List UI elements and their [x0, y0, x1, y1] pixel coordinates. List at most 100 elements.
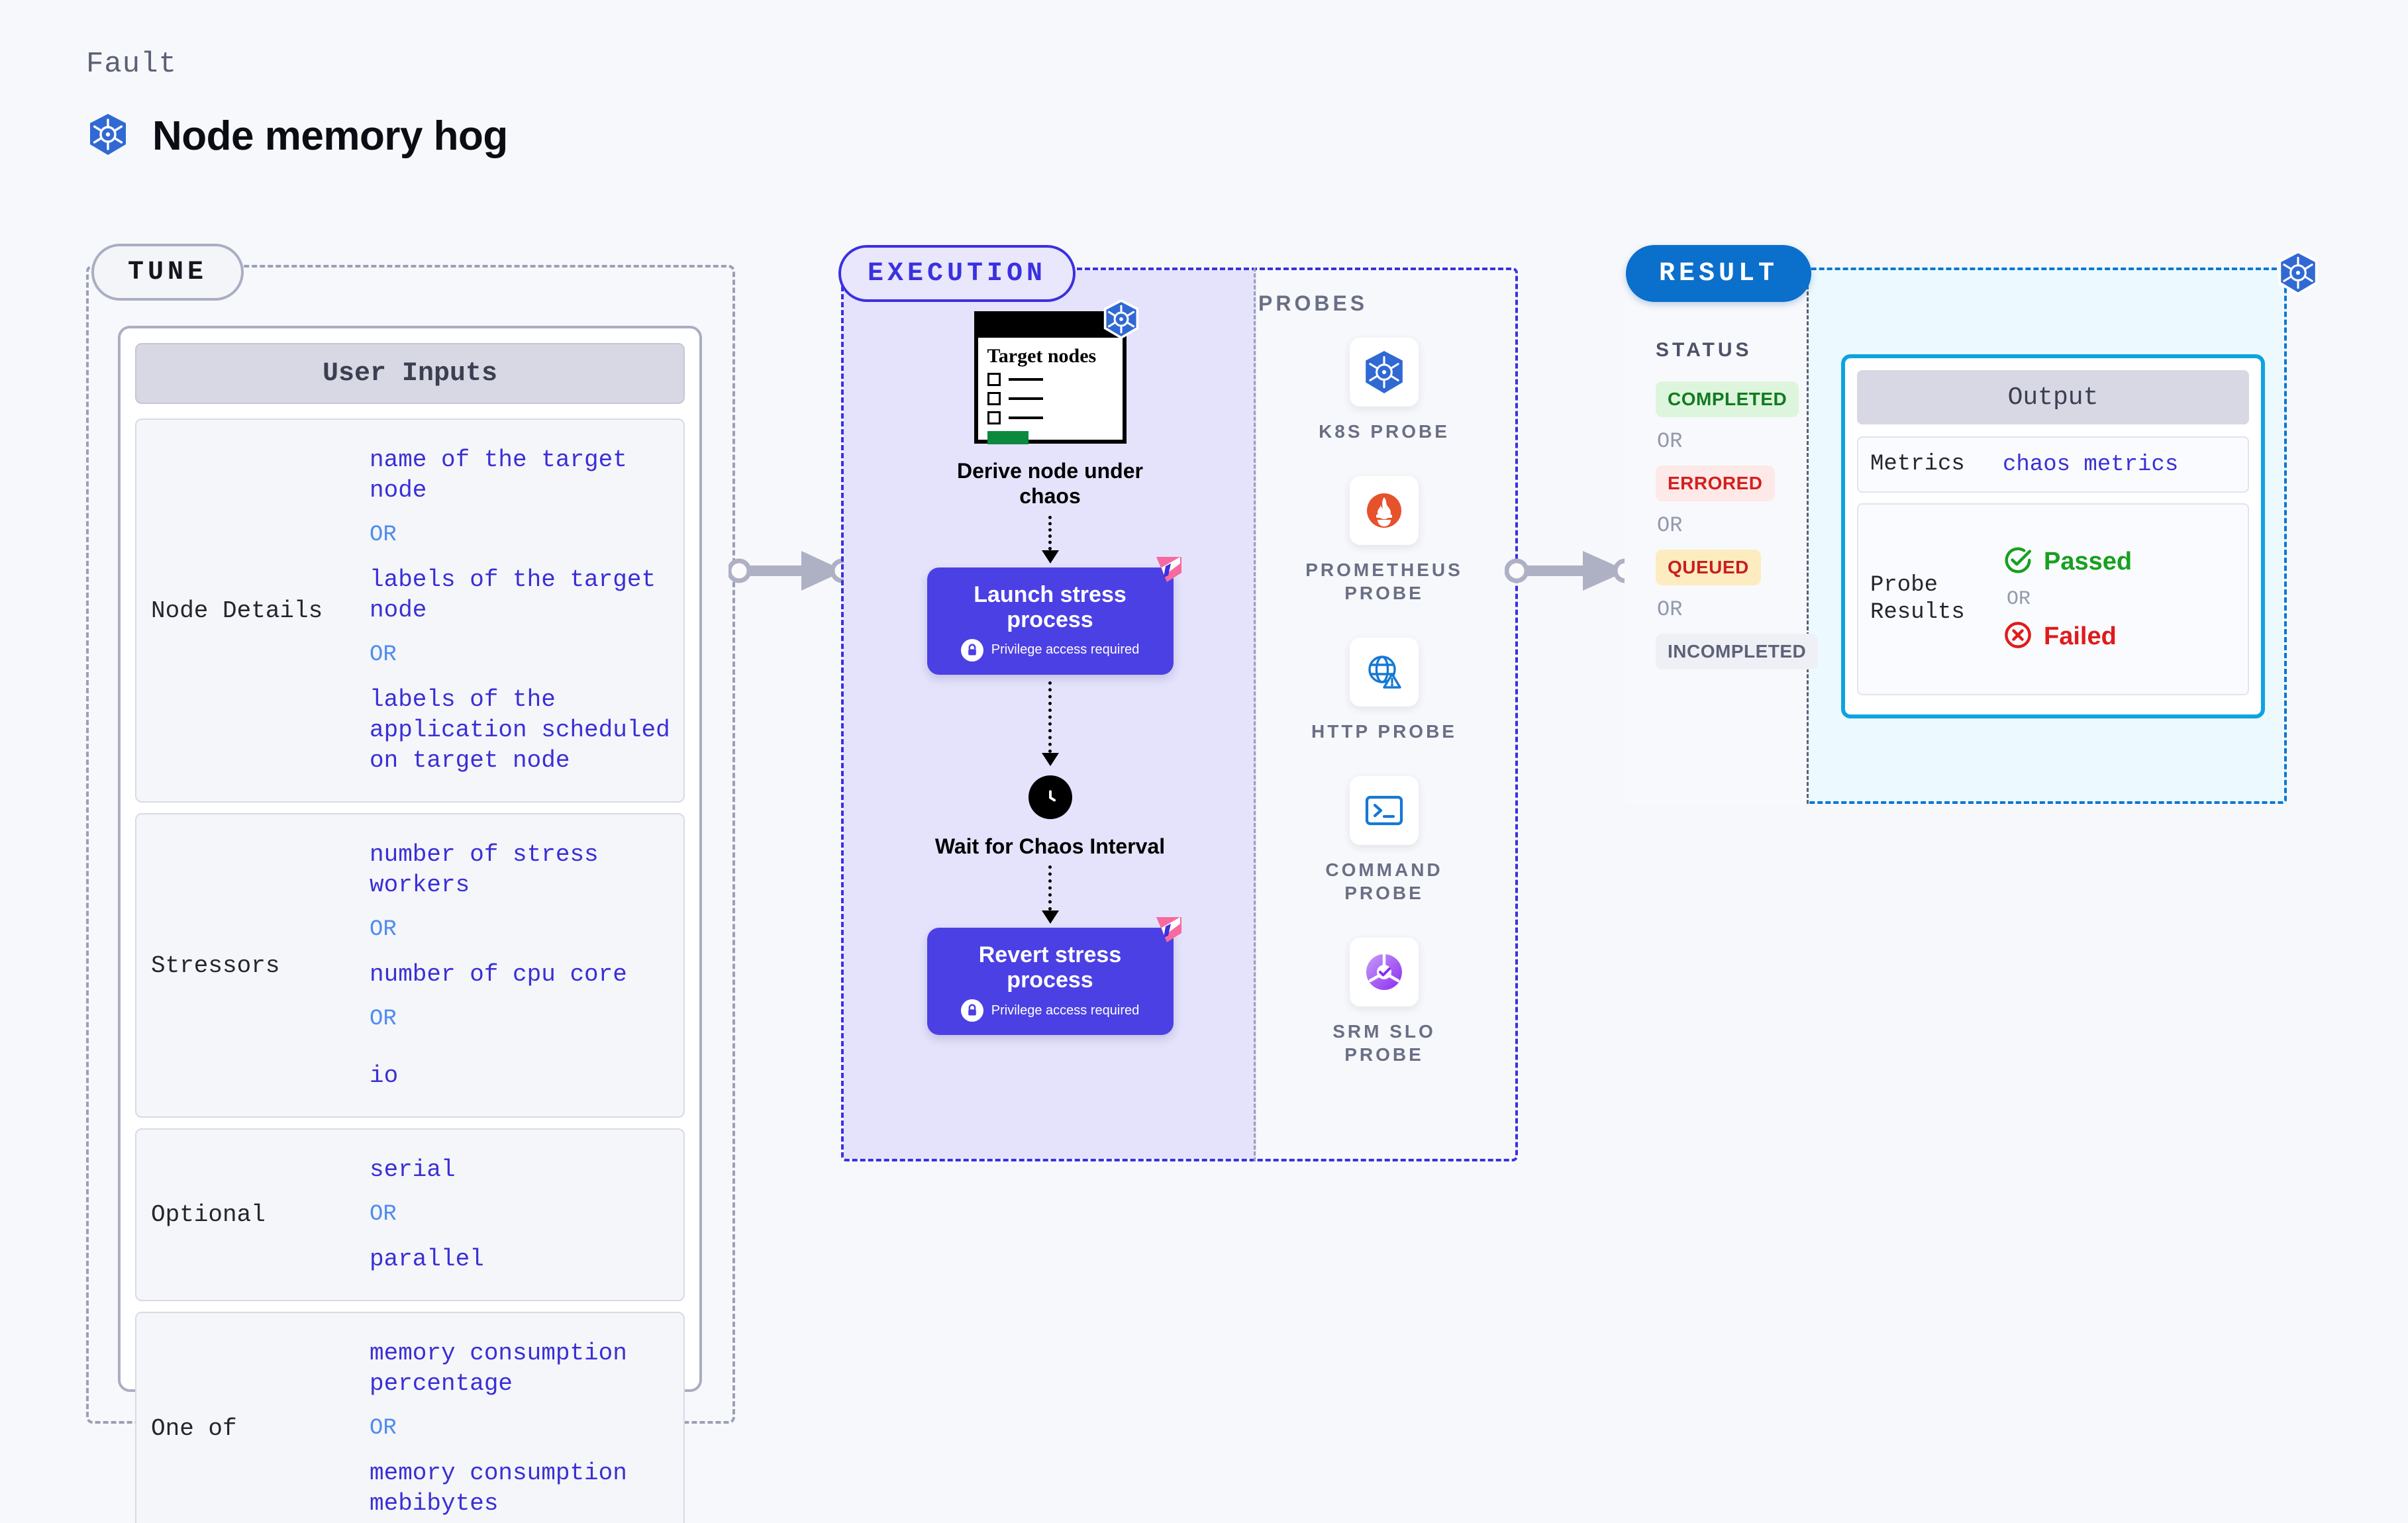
input-group-stressors: Stressors number of stress workers OR nu… — [135, 813, 685, 1118]
fault-eyebrow-label: Fault — [86, 48, 177, 81]
checklist-row — [987, 372, 1113, 386]
output-group-metrics: Metrics chaos metrics — [1857, 436, 2249, 493]
flow-connector-line — [1048, 515, 1052, 550]
result-panel-pill: RESULT — [1626, 245, 1811, 302]
or-separator: OR — [1657, 513, 1683, 538]
probe-label: PROMETHEUS PROBE — [1305, 560, 1463, 603]
probe-item-prometheus[interactable]: PROMETHEUS PROBE — [1291, 476, 1477, 605]
user-inputs-card: User Inputs Node Details name of the tar… — [118, 326, 702, 1523]
probe-tile — [1350, 638, 1419, 707]
output-value: chaos metrics — [2003, 452, 2179, 477]
input-value: labels of the application scheduled on t… — [370, 685, 670, 775]
flow-step-caption: Derive node under chaos — [957, 459, 1143, 509]
probe-result-label: Passed — [2044, 548, 2132, 576]
input-value: number of stress workers — [370, 841, 599, 899]
kubernetes-icon — [1366, 351, 1403, 393]
connector-execution-to-result — [1504, 538, 1638, 607]
or-separator: OR — [370, 522, 397, 548]
or-separator: OR — [370, 917, 397, 943]
probe-tile — [1350, 338, 1419, 407]
probe-item-command[interactable]: COMMAND PROBE — [1291, 776, 1477, 905]
input-group-one-of: One of memory consumption percentage OR … — [135, 1312, 685, 1523]
input-value: memory consumption percentage — [370, 1340, 627, 1398]
flow-step-derive-node: Target nodes — [844, 299, 1256, 564]
probe-label: HTTP PROBE — [1311, 721, 1457, 742]
checklist-row — [987, 391, 1113, 405]
input-value: number of cpu core — [370, 961, 627, 989]
input-group-values: name of the target node OR labels of the… — [370, 437, 677, 784]
or-separator: OR — [370, 1416, 397, 1442]
input-group-node-details: Node Details name of the target node OR … — [135, 418, 685, 803]
harness-logo-icon — [1142, 556, 1183, 596]
clock-icon — [1028, 775, 1072, 819]
card-titlebar — [978, 315, 1123, 338]
or-separator: OR — [370, 1202, 397, 1228]
flow-connector-line — [1048, 681, 1052, 753]
or-separator: OR — [370, 642, 397, 668]
flow-arrowhead — [1041, 752, 1059, 766]
flow-step-launch-stress: Launch stress process Privilege access r… — [844, 556, 1256, 766]
connector-tune-to-execution — [727, 538, 855, 607]
action-title: Launch stress process — [974, 581, 1127, 632]
probe-result-passed: Passed — [2003, 545, 2132, 579]
action-box-launch-stress[interactable]: Launch stress process Privilege access r… — [927, 556, 1181, 675]
input-value: serial — [370, 1156, 456, 1184]
status-badge: COMPLETED — [1656, 381, 1799, 417]
target-nodes-card: Target nodes — [974, 299, 1138, 444]
terminal-icon — [1365, 795, 1403, 826]
input-value: memory consumption mebibytes — [370, 1459, 627, 1518]
line-placeholder — [1008, 377, 1043, 381]
status-badge-list: COMPLETED OR ERRORED OR QUEUED OR INCOMP… — [1656, 381, 1819, 669]
kubernetes-icon — [87, 113, 128, 160]
privilege-row: Privilege access required — [934, 638, 1167, 662]
privilege-row: Privilege access required — [934, 999, 1167, 1022]
or-separator: OR — [2007, 588, 2031, 611]
probe-item-k8s[interactable]: K8S PROBE — [1291, 338, 1477, 443]
flow-arrowhead — [1041, 910, 1059, 924]
output-card: Output Metrics chaos metrics Probe Resul… — [1841, 354, 2265, 718]
checklist-row — [987, 411, 1113, 424]
checkbox-icon — [987, 411, 1001, 424]
lock-icon — [960, 638, 983, 662]
input-group-values: serial OR parallel — [370, 1147, 677, 1283]
probes-section-label: PROBES — [1258, 291, 1368, 315]
probe-item-http[interactable]: HTTP PROBE — [1291, 638, 1477, 743]
checkbox-icon — [987, 372, 1001, 386]
or-separator: OR — [370, 1007, 397, 1032]
result-status-column — [1625, 268, 1809, 804]
status-badge: INCOMPLETED — [1656, 634, 1819, 669]
kubernetes-icon — [2277, 250, 2319, 299]
probe-tile — [1350, 476, 1419, 545]
probe-item-srm-slo[interactable]: SRM SLO PROBE — [1291, 938, 1477, 1066]
probe-result-label: Failed — [2044, 622, 2117, 651]
input-group-values: number of stress workers OR number of cp… — [370, 832, 677, 1099]
flow-step-caption: Wait for Chaos Interval — [934, 834, 1166, 858]
page-title: Node memory hog — [152, 113, 508, 159]
probe-label: SRM SLO PROBE — [1332, 1021, 1436, 1065]
status-badge: ERRORED — [1656, 466, 1775, 501]
input-group-key: Stressors — [151, 952, 280, 979]
line-placeholder — [1008, 397, 1043, 400]
x-circle-icon — [2003, 620, 2033, 654]
input-group-key: One of — [151, 1415, 237, 1443]
probe-label: K8S PROBE — [1319, 421, 1450, 442]
probe-result-values: Passed OR Failed — [2003, 545, 2132, 654]
slo-gauge-icon — [1366, 952, 1402, 990]
probe-result-failed: Failed — [2003, 620, 2132, 654]
execution-flow: Target nodes — [844, 299, 1256, 1036]
line-placeholder — [1008, 416, 1043, 419]
harness-logo-icon — [1142, 916, 1183, 956]
action-box-revert-stress[interactable]: Revert stress process Privilege access r… — [927, 917, 1181, 1036]
action-title: Revert stress process — [978, 942, 1122, 993]
status-section-label: STATUS — [1656, 339, 1752, 361]
flow-step-revert-stress: Revert stress process Privilege access r… — [844, 917, 1256, 1036]
target-nodes-title: Target nodes — [987, 345, 1097, 367]
or-separator: OR — [1657, 597, 1683, 622]
flow-step-wait-interval: Wait for Chaos Interval — [844, 775, 1256, 924]
tune-panel-pill: TUNE — [91, 244, 244, 301]
progress-bar-indicator — [987, 430, 1028, 444]
or-separator: OR — [1657, 429, 1683, 454]
status-badge: QUEUED — [1656, 550, 1761, 585]
execution-panel-boundary — [841, 268, 1518, 1161]
probe-tile — [1350, 938, 1419, 1007]
